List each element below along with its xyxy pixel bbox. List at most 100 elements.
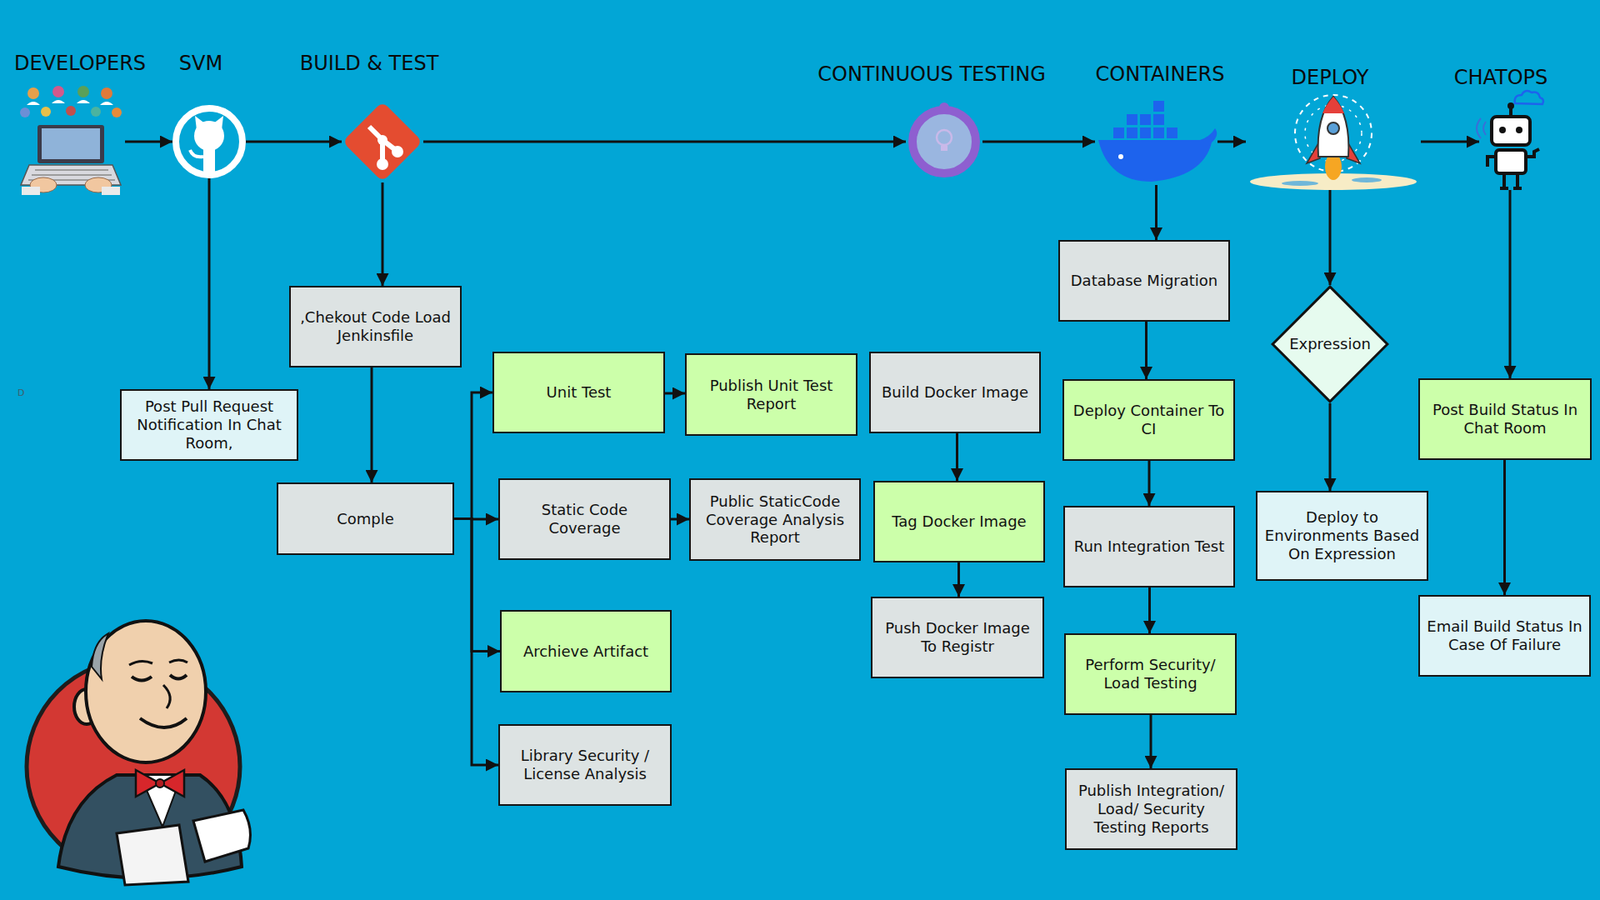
developers-icon-part [77,85,90,98]
robot-icon-part [1507,102,1515,110]
github-icon-part [175,108,243,175]
jenkins-mascot-part [193,810,250,862]
process-box: Comple [276,482,455,555]
rocket-icon-part [1281,180,1319,186]
flow-arrow [1329,403,1332,491]
stage-heading: BUILD & TEST [300,52,440,75]
flow-arrow [454,392,493,520]
stage-heading: SVM [179,52,223,75]
rocket-icon-part [1327,122,1340,135]
developers-icon-part [21,186,40,195]
box-label: Static Code Coverage [506,500,663,538]
stage-heading: CHATOPS [1454,66,1549,89]
testing-icon-part [936,130,952,145]
decision-label: Expression [1289,335,1371,354]
docker-icon-part-part [1125,126,1139,140]
box-label: Deploy Container To CI [1070,401,1227,439]
stage-icon: CONTINUOUS TESTING [905,103,983,180]
docker-icon-part-part [1165,126,1179,140]
flow-arrow [454,519,499,766]
process-box: Database Migration [1058,240,1230,322]
flow-arrow [1148,460,1151,506]
stage-heading: DEPLOY [1291,66,1370,89]
jenkins-mascot-part [129,660,188,665]
diamond-outline [1272,286,1388,402]
developers-icon-part [111,107,122,118]
docker-icon-part [1118,154,1124,160]
robot-icon-part [1500,173,1522,189]
process-box: Static Code Coverage [498,478,671,560]
stage-icon: BUILD & TEST [341,100,424,183]
developers-icon-part [65,105,76,116]
flow-arrow [1145,321,1148,380]
robot-icon-part [1515,126,1523,134]
box-label: Email Build Status In Case Of Failure [1426,617,1583,655]
flow-arrow [955,433,959,481]
box-label: Archieve Artifact [523,642,649,661]
flow-arrow [665,392,685,395]
developers-icon-part [26,100,114,105]
process-box: Email Build Status In Case Of Failure [1418,595,1591,677]
process-box: Tag Docker Image [873,480,1045,563]
developers-icon-part [41,128,100,160]
developers-icon-part [101,186,120,195]
flow-arrow [1420,140,1480,144]
box-label: Run Integration Test [1074,537,1225,556]
docker-icon-part-part [1152,100,1165,113]
process-box: Build Docker Image [869,351,1041,434]
git-icon-part [369,126,397,164]
process-box: ,Chekout Code Load Jenkinsfile [289,285,462,368]
github-icon-part [212,115,224,130]
stage-icon: SVM [172,105,246,179]
git-icon-part [342,101,423,182]
robot-icon-part [1487,149,1540,167]
box-label: Post Build Status In Chat Room [1426,400,1584,438]
process-box: Run Integration Test [1063,505,1235,588]
box-label: ,Chekout Code Load Jenkinsfile [297,308,454,345]
developers-icon [20,85,122,195]
jenkins-mascot-part [140,718,187,728]
testing-icon-part [940,145,948,151]
process-box: Unit Test [492,351,665,434]
robot-icon-part [1515,90,1544,105]
developers-icon-part [40,106,51,117]
stage-icon: CONTAINERS [1095,98,1218,185]
box-label: Post Pull Request Notification In Chat R… [128,397,290,453]
flow-arrow [1155,185,1158,240]
jenkins-mascot-part [163,685,170,709]
docker-icon [1098,100,1217,182]
robot-icon-part [1499,126,1506,134]
rocket-icon-part [1318,96,1350,157]
developers-icon-part [20,107,30,118]
box-label: Tag Docker Image [891,512,1026,531]
testing-icon-part [912,110,976,174]
testing-icon [912,102,976,174]
stage-icon: DEVELOPERS [15,86,125,197]
flow-arrow [423,140,906,144]
process-box: Post Pull Request Notification In Chat R… [120,389,299,461]
docker-icon-part [1112,100,1179,140]
github-icon-part [195,115,206,130]
flow-arrow [982,140,1095,144]
flow-arrow [245,140,342,144]
box-label: Publish Integration/ Load/ Security Test… [1073,781,1230,837]
docker-icon-part-part [1152,126,1165,140]
decision-diamond: Expression [1270,285,1390,404]
box-label: Unit Test [546,383,612,402]
box-label: Publish Unit Test Report [693,376,850,414]
docker-icon-part-part [1125,113,1139,126]
box-label: Push Docker Image To Registr [879,619,1036,656]
rocket-icon [1250,95,1417,190]
jenkins-mascot [26,620,250,885]
flow-arrow [454,519,500,652]
jenkins-mascot-part [131,675,187,681]
process-box: Perform Security/ Load Testing [1064,633,1237,715]
stray-mark: D [17,387,25,399]
process-box: Publish Integration/ Load/ Security Test… [1065,768,1238,850]
docker-icon-part-part [1112,126,1125,140]
box-label: Deploy to Environments Based On Expressi… [1264,508,1420,564]
flow-arrow [370,367,374,483]
git-icon-part [377,135,388,145]
stage-icon: DEPLOY [1245,93,1421,190]
process-box: Deploy Container To CI [1062,379,1235,461]
